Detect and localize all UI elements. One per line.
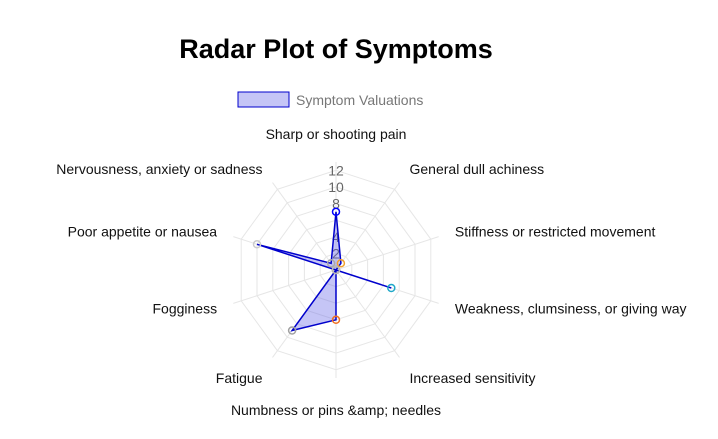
axis-label: Nervousness, anxiety or sadness — [56, 161, 262, 177]
data-point — [252, 240, 262, 249]
axis-label: Fatigue — [216, 370, 263, 386]
data-point — [287, 326, 297, 335]
legend-swatch — [237, 91, 290, 108]
series-area — [256, 211, 392, 332]
radial-tick-label: 4 — [332, 229, 340, 245]
axis-label: Increased sensitivity — [410, 370, 536, 386]
data-point — [331, 315, 341, 325]
axis-label: Weakness, clumsiness, or giving way — [455, 301, 687, 317]
chart-title: Radar Plot of Symptoms — [179, 34, 493, 64]
radial-tick-label: 10 — [328, 179, 344, 195]
axis-label: General dull achiness — [410, 161, 545, 177]
legend-label: Symptom Valuations — [296, 92, 423, 108]
axis-label: Numbness or pins &amp; needles — [231, 402, 441, 418]
spoke-line — [335, 236, 439, 271]
data-point — [331, 207, 341, 217]
spoke-line — [233, 269, 337, 304]
radial-tick-label: 12 — [328, 162, 344, 178]
axis-label: Poor appetite or nausea — [68, 223, 218, 239]
axis-label: Fogginess — [153, 301, 218, 317]
legend: Symptom Valuations — [237, 91, 423, 108]
spoke-line — [335, 269, 400, 358]
data-point — [336, 259, 346, 268]
radial-tick-label: 2 — [332, 245, 340, 261]
data-point — [387, 283, 396, 293]
data-point — [331, 265, 341, 275]
series-layer — [252, 207, 396, 335]
data-point — [326, 259, 336, 268]
axis-label: Sharp or shooting pain — [266, 126, 407, 142]
radial-tick-label: 8 — [332, 196, 340, 212]
axis-label: Stiffness or restricted movement — [455, 223, 656, 239]
spoke-line — [335, 182, 400, 271]
spoke-line — [272, 182, 337, 271]
